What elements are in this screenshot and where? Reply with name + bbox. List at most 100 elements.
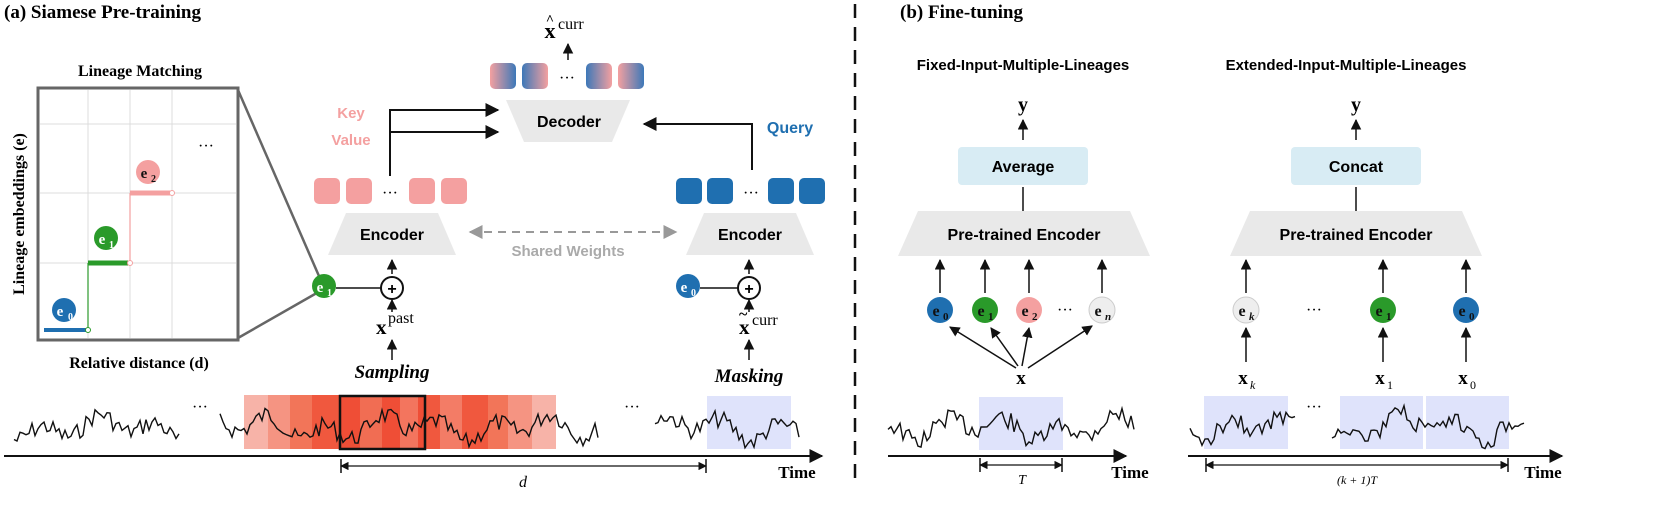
svg-text:x: x — [739, 315, 750, 339]
extended-lineage-ek: e k — [1232, 296, 1260, 324]
svg-text:1: 1 — [1386, 311, 1392, 323]
extended-lineage-e0: e 0 — [1453, 297, 1479, 323]
fixed-lineage-e1: e 1 — [972, 297, 998, 323]
svg-text:1: 1 — [109, 240, 114, 251]
lineage-matching-plot — [36, 86, 240, 342]
decoder-output-tokens — [490, 63, 644, 89]
series-a-ellipsis-right: ··· — [624, 399, 640, 416]
decoder-output-ellipsis: ··· — [559, 70, 575, 87]
right-embed-e0: e 0 — [676, 274, 700, 299]
svg-text:2: 2 — [151, 174, 156, 185]
query-arrow — [642, 117, 753, 170]
right-tokens-ellipsis: ··· — [743, 185, 759, 202]
extended-title: Extended-Input-Multiple-Lineages — [1226, 57, 1467, 74]
decoder-output-label: x ^ curr — [545, 13, 585, 43]
left-plus-node: + — [380, 276, 404, 300]
extended-input-x1: x 1 — [1375, 368, 1393, 392]
right-encoder-block — [686, 213, 814, 255]
extended-series-ellipsis: ··· — [1306, 399, 1322, 416]
fixed-lineage-ellipsis: ··· — [1057, 302, 1073, 319]
extended-input-xk: x k — [1238, 368, 1256, 392]
lineage-point-e0: e 0 — [52, 298, 76, 323]
svg-text:past: past — [388, 310, 414, 327]
sampling-label: Sampling — [355, 362, 430, 383]
zoom-line-bottom — [237, 288, 323, 340]
lineage-x-label: Relative distance (d) — [69, 355, 209, 372]
fixed-lineage-en: e n — [1088, 296, 1116, 324]
key-arrow — [389, 103, 500, 176]
distance-label: d — [519, 474, 528, 491]
time-label-b: Time — [1111, 463, 1149, 482]
svg-text:0: 0 — [1470, 378, 1476, 392]
svg-text:1: 1 — [988, 311, 994, 323]
left-embed-e1: e 1 — [312, 274, 336, 299]
svg-text:n: n — [1105, 311, 1111, 323]
svg-text:+: + — [744, 281, 753, 298]
time-series-c — [1189, 403, 1525, 450]
left-encoder-block — [328, 213, 456, 255]
average-block — [958, 147, 1088, 185]
time-label-c: Time — [1524, 463, 1562, 482]
svg-text:e: e — [1238, 303, 1245, 320]
svg-text:e: e — [141, 166, 148, 182]
time-series-b — [887, 405, 1135, 448]
svg-text:x: x — [1238, 368, 1248, 389]
svg-text:2: 2 — [1032, 311, 1038, 323]
fixed-encoder-label: Pre-trained Encoder — [948, 227, 1101, 244]
time-series-a — [13, 407, 800, 450]
svg-text:e: e — [1094, 303, 1101, 320]
extended-lineage-e1: e 1 — [1370, 297, 1396, 323]
fixed-output: y — [1018, 94, 1028, 116]
decoder-label: Decoder — [537, 114, 601, 131]
svg-text:x: x — [1458, 368, 1468, 389]
period-label: T — [1018, 473, 1027, 488]
svg-text:curr: curr — [558, 16, 584, 33]
lineage-steps — [44, 190, 175, 333]
lineage-ellipsis: ··· — [198, 138, 214, 155]
extended-lineage-arrows — [1240, 258, 1472, 362]
fixed-lineage-e0: e 0 — [927, 297, 953, 323]
svg-text:e: e — [1458, 303, 1465, 320]
extended-encoder-label: Pre-trained Encoder — [1280, 227, 1433, 244]
shared-weights-label: Shared Weights — [511, 243, 624, 260]
svg-text:0: 0 — [68, 312, 73, 323]
svg-text:0: 0 — [1469, 311, 1475, 323]
svg-text:e: e — [57, 304, 64, 320]
svg-text:~: ~ — [739, 306, 748, 323]
extended-input-x0: x 0 — [1458, 368, 1476, 392]
value-label: Value — [331, 132, 370, 149]
svg-text:0: 0 — [943, 311, 949, 323]
concat-label: Concat — [1329, 159, 1384, 176]
time-label-a: Time — [778, 463, 816, 482]
fixed-title: Fixed-Input-Multiple-Lineages — [917, 57, 1130, 74]
svg-text:1: 1 — [327, 288, 332, 299]
svg-text:e: e — [1375, 303, 1382, 320]
svg-text:1: 1 — [1387, 378, 1393, 392]
svg-text:k: k — [1249, 311, 1255, 323]
fixed-input-x: x — [1016, 368, 1026, 389]
fixed-input-window — [979, 397, 1063, 450]
average-label: Average — [992, 159, 1055, 176]
series-a-ellipsis-left: ··· — [192, 399, 208, 416]
x-curr-label: x ~ curr — [739, 306, 778, 339]
svg-text:e: e — [932, 303, 939, 320]
lineage-point-e1: e 1 — [94, 226, 118, 251]
masking-label: Masking — [714, 366, 784, 387]
left-encoder-tokens — [314, 178, 467, 204]
lineage-y-label: Lineage embeddings (e) — [11, 133, 28, 295]
left-encoder-label: Encoder — [360, 227, 424, 244]
lineage-matching-title: Lineage Matching — [78, 63, 202, 80]
panel-a-title: (a) Siamese Pre-training — [4, 2, 201, 23]
fixed-lineage-e2: e 2 — [1016, 297, 1042, 323]
svg-text:e: e — [1021, 303, 1028, 320]
right-plus-node: + — [737, 276, 761, 300]
concat-block — [1291, 147, 1421, 185]
fixed-encoder-block — [898, 211, 1150, 256]
right-encoder-tokens — [676, 178, 825, 204]
extended-encoder-block — [1230, 211, 1482, 256]
svg-text:e: e — [681, 280, 688, 296]
svg-text:x: x — [1375, 368, 1385, 389]
key-label: Key — [337, 105, 365, 122]
extended-input-windows — [1204, 396, 1509, 449]
